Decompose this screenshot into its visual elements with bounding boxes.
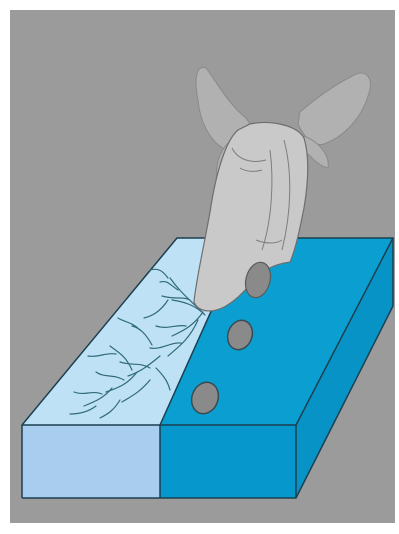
- light-block-front-face: [22, 425, 160, 498]
- dark-block-front-face: [160, 425, 296, 498]
